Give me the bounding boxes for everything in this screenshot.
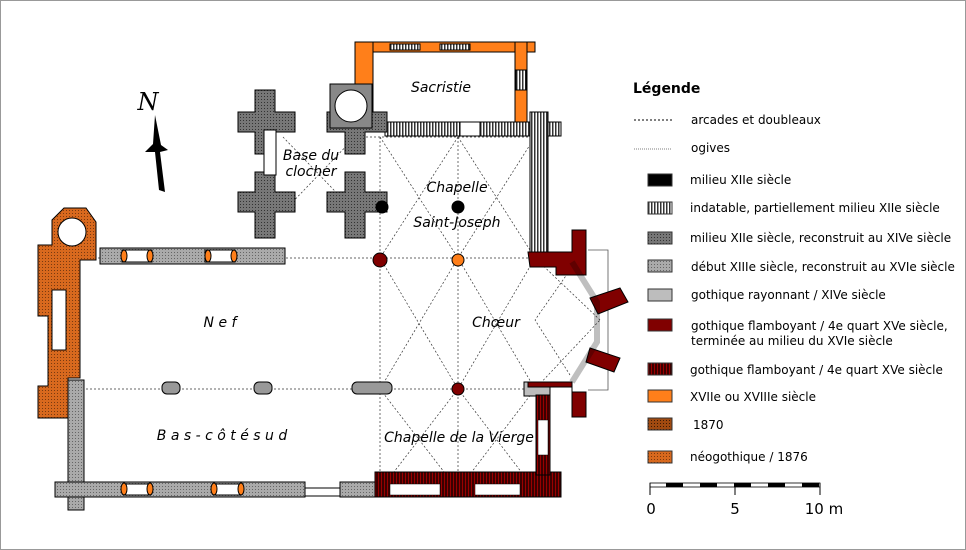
sacristie-walls <box>354 41 536 128</box>
legend-swatch <box>647 450 673 464</box>
label-choeur: Chœur <box>472 315 521 331</box>
legend-item-label-2: terminée au milieu du XVIe siècle <box>691 334 893 348</box>
legend: Légende arcades et doubleaux ogives mili… <box>633 81 955 464</box>
legend-swatch <box>647 231 673 245</box>
legend-swatch <box>647 259 673 273</box>
legend-item-label: gothique flamboyant / 4e quart XVe siècl… <box>690 363 943 377</box>
legend-swatch <box>647 389 673 403</box>
label-chapelle-vierge: Chapelle de la Vierge <box>384 430 534 446</box>
tower-piers <box>237 83 388 239</box>
label-base-clocher-2: clocher <box>285 164 337 180</box>
scale-bar: 0 5 10 m <box>646 482 843 518</box>
chevet <box>527 229 629 418</box>
legend-swatch <box>647 362 673 376</box>
legend-title: Légende <box>633 81 700 97</box>
legend-item-label: milieu XIIe siècle <box>690 173 791 187</box>
legend-item-label: XVIIe ou XVIIIe siècle <box>690 390 816 404</box>
label-base-clocher-1: Base du <box>283 148 339 164</box>
north-letter: N <box>137 88 160 116</box>
arcade-piers <box>161 200 551 397</box>
legend-item-label: 1870 <box>693 418 724 432</box>
legend-line-label: arcades et doubleaux <box>691 113 821 127</box>
legend-item-label: début XIIIe siècle, reconstruit au XVIe … <box>691 260 955 274</box>
legend-item-label: milieu XIIe siècle, reconstruit au XIVe … <box>690 231 951 245</box>
label-sacristie: Sacristie <box>411 80 471 96</box>
legend-item-label: gothique rayonnant / XIVe siècle <box>691 288 886 302</box>
legend-item-label: gothique flamboyant / 4e quart XVe siècl… <box>691 319 948 333</box>
label-chapelle-2: Saint-Joseph <box>413 215 500 231</box>
scale-tick-label: 5 <box>730 500 740 518</box>
north-arrow-icon: N <box>137 88 168 192</box>
label-nef: N e f <box>204 315 239 331</box>
west-facade <box>37 207 97 511</box>
legend-item-label: néogothique / 1876 <box>690 450 808 464</box>
nave-north-wall <box>99 247 286 265</box>
legend-swatch <box>647 173 673 187</box>
legend-swatch <box>647 318 673 332</box>
scale-tick-label: 0 <box>646 500 656 518</box>
label-chapelle-1: Chapelle <box>426 180 487 196</box>
south-wall <box>54 394 562 498</box>
legend-item-label: indatable, partiellement milieu XIIe siè… <box>690 201 940 215</box>
legend-swatch <box>647 201 673 215</box>
legend-swatch <box>647 288 673 302</box>
legend-swatch <box>647 417 673 431</box>
scale-tick-label: 10 m <box>805 500 843 518</box>
legend-line-label: ogives <box>691 141 730 155</box>
label-bas-cote-sud: B a s - c ô t é s u d <box>157 428 288 444</box>
